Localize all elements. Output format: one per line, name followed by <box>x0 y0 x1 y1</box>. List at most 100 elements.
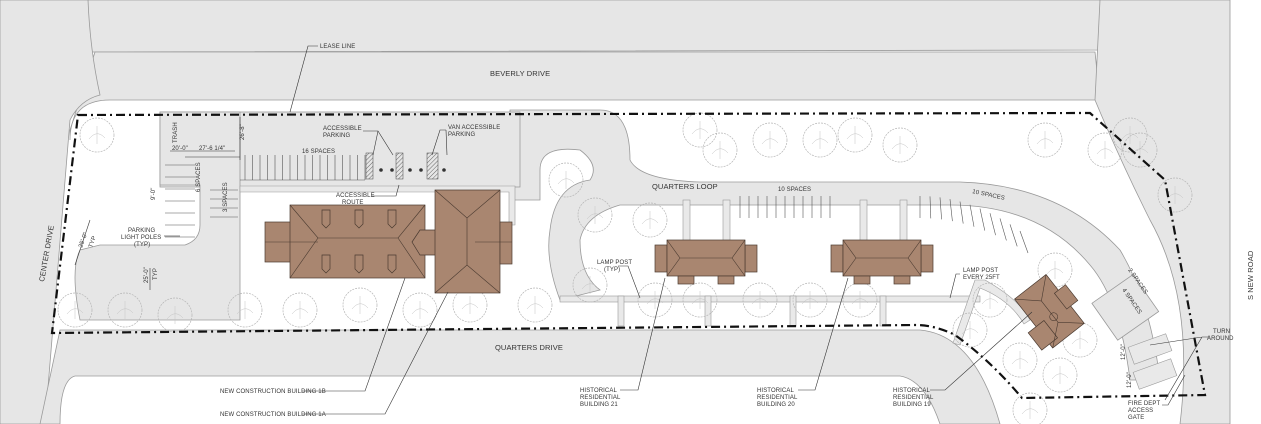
s-new-road-road <box>1094 0 1231 424</box>
tree-canopy <box>107 292 143 328</box>
tree-canopy <box>402 292 438 328</box>
tree-branches <box>1096 141 1114 159</box>
tree-branches <box>711 141 729 159</box>
fire-gate-label: FIRE DEPT <box>1128 401 1160 407</box>
van-accessible-label: VAN ACCESSIBLE <box>448 125 500 131</box>
dim-9: 9'-0" <box>151 188 157 200</box>
tree-canopy <box>342 287 378 323</box>
tree-canopy <box>742 282 778 318</box>
dim-27: 27'-6 1/4" <box>199 146 225 152</box>
building-20-label-3: BUILDING 20 <box>757 402 795 408</box>
quarters-drive-road <box>39 329 1001 424</box>
tree <box>792 282 828 318</box>
building-21-label-3: BUILDING 21 <box>580 402 618 408</box>
tree-branches <box>981 291 999 309</box>
tree-canopy <box>548 162 584 198</box>
tree-canopy <box>1037 252 1073 288</box>
tree <box>972 282 1008 318</box>
tree-branches <box>1051 366 1069 384</box>
lease-line <box>50 111 1207 400</box>
tree-canopy <box>837 117 873 153</box>
center-drive-road <box>0 0 101 424</box>
tree-branches <box>961 321 979 339</box>
beverly-drive-label: BEVERLY DRIVE <box>490 69 550 78</box>
tree <box>682 282 718 318</box>
tree-branches <box>801 291 819 309</box>
tree-canopy <box>577 197 613 233</box>
accessible-route-label: ACCESSIBLE <box>336 193 375 199</box>
dormer <box>387 254 397 274</box>
building-20-label-2: RESIDENTIAL <box>757 395 798 401</box>
building-19 <box>1014 273 1085 351</box>
beverly-drive-band <box>69 51 1101 141</box>
lamp-post-typ-label-2: (TYP) <box>604 267 620 273</box>
tree <box>79 117 115 153</box>
s-new-road-label: S NEW ROAD <box>1246 250 1255 300</box>
parking-stripe <box>1019 230 1029 254</box>
tree <box>1027 122 1063 158</box>
accessible-aisle-2 <box>395 152 404 180</box>
tree <box>637 282 673 318</box>
quarters-loop-road <box>509 109 1161 381</box>
dim-20: 20'-0" <box>172 146 188 152</box>
tree-branches <box>691 121 709 139</box>
tree-canopy <box>1027 122 1063 158</box>
tree-branches <box>351 296 369 314</box>
tree-branches <box>1166 186 1184 204</box>
tree-canopy <box>682 282 718 318</box>
tree <box>1157 177 1193 213</box>
lamp-post-typ-label: LAMP POST <box>597 260 632 266</box>
parking-stripe <box>979 208 986 231</box>
tree-branches <box>88 126 106 144</box>
parking-stripe <box>929 196 932 219</box>
accessible-sign-icon <box>379 168 383 172</box>
tree-branches <box>751 291 769 309</box>
tree <box>702 132 738 168</box>
building-19-label-2: RESIDENTIAL <box>893 395 934 401</box>
tree <box>682 112 718 148</box>
tree-branches <box>557 171 575 189</box>
tree-canopy <box>1122 132 1158 168</box>
parking-stripe <box>949 199 953 222</box>
trees <box>57 112 1193 424</box>
walkway-bldg19 <box>952 279 1031 346</box>
accessible-sign-icon <box>390 168 394 172</box>
accessible-parking-label-2: PARKING <box>323 133 350 139</box>
leader-lines <box>74 45 1210 415</box>
dim-26: 26'-8" <box>240 124 246 140</box>
tree-canopy <box>157 297 193 333</box>
light-poles-label-3: (TYP) <box>134 242 150 248</box>
parking-stripe <box>959 201 964 224</box>
tree <box>1002 342 1038 378</box>
tree-branches <box>66 301 84 319</box>
roads <box>0 0 1231 424</box>
lease-line-label: LEASE LINE <box>320 44 355 50</box>
tree-canopy <box>517 287 553 323</box>
tree-canopy <box>1112 117 1148 153</box>
lamp-post-25-label-2: EVERY 25FT <box>963 275 1000 281</box>
tree <box>342 287 378 323</box>
tree-branches <box>1011 351 1029 369</box>
tree-branches <box>1021 401 1039 419</box>
parking-count-16: 16 SPACES <box>302 149 335 155</box>
parking-stripe <box>999 218 1007 241</box>
dormer <box>354 209 364 229</box>
dim-12b: 12'-0" <box>1127 372 1133 388</box>
tree <box>227 292 263 328</box>
tree <box>802 122 838 158</box>
walkway-2 <box>704 295 712 327</box>
left-parking-lot <box>74 111 241 321</box>
accessible-aisle-1 <box>365 152 374 180</box>
tree <box>282 292 318 328</box>
building-20-label: HISTORICAL <box>757 388 794 394</box>
accessible-route-label-2: ROUTE <box>342 200 364 206</box>
tree-canopy <box>702 132 738 168</box>
tree-canopy <box>1157 177 1193 213</box>
parking-stripe <box>969 204 975 227</box>
tree <box>632 202 668 238</box>
building-1a-label: NEW CONSTRUCTION BUILDING 1A <box>220 412 326 418</box>
walkway-4 <box>879 295 887 327</box>
tree-canopy <box>1042 357 1078 393</box>
tree <box>548 162 584 198</box>
